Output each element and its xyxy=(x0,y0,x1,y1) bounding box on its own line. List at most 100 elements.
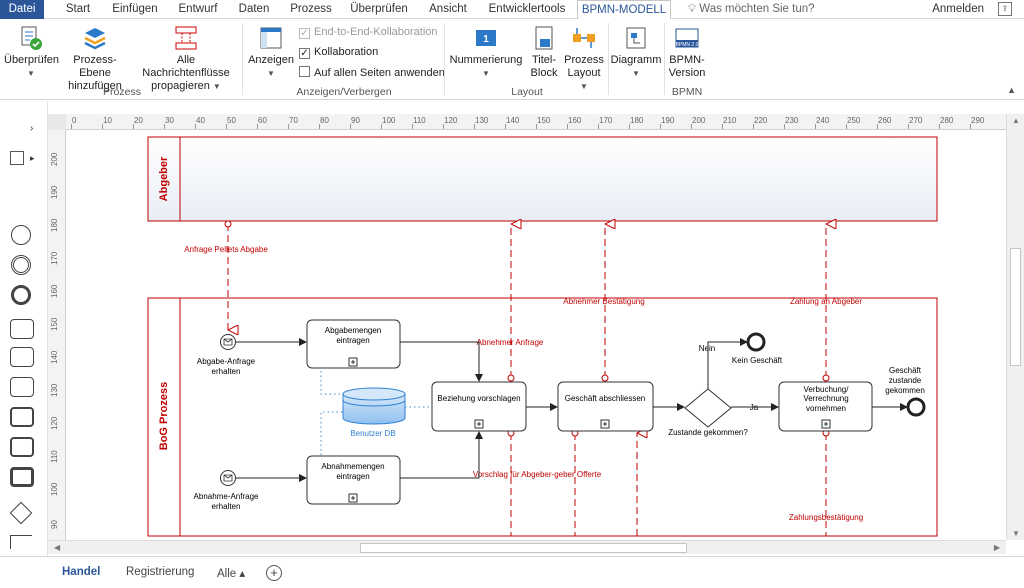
subprocess-shape-icon[interactable] xyxy=(10,347,34,367)
event-subprocess-shape-icon[interactable] xyxy=(10,437,34,457)
tab-entwurf[interactable]: Entwurf xyxy=(178,3,218,15)
sequence-flow-nein[interactable] xyxy=(707,338,748,389)
tab-prozess[interactable]: Prozess xyxy=(290,3,332,15)
tab-entwicklertools[interactable]: Entwicklertools xyxy=(488,3,566,15)
ruler-tick-label: 20 xyxy=(134,116,143,125)
checkbox-checked-icon: ✓ xyxy=(299,28,310,39)
datastore-benutzer-db[interactable] xyxy=(342,387,406,425)
drawing-canvas[interactable]: Abgeber BoG Prozess Anfrage Pellets Abga… xyxy=(66,130,1006,540)
prozess-ebene-label-2: hinzufügen xyxy=(68,80,122,92)
gateway-shape-icon[interactable] xyxy=(9,501,33,525)
ruler-tick-label: 150 xyxy=(50,317,59,331)
ruler-tick-label: 110 xyxy=(50,450,59,463)
ruler-tick-label: 220 xyxy=(754,116,768,125)
alle-seiten-checkbox[interactable]: Auf allen Seiten anwenden xyxy=(299,66,445,80)
task-abgabemengen[interactable] xyxy=(306,319,401,369)
tab-ansicht[interactable]: Ansicht xyxy=(429,3,467,15)
ruler-tick-label: 250 xyxy=(847,116,861,125)
bpmn-version-button[interactable]: BPMN 2.0 BPMN-Version xyxy=(666,22,708,80)
tab-daten[interactable]: Daten xyxy=(238,3,270,15)
end-event-kein-geschaeft[interactable] xyxy=(746,332,766,352)
tab-einfuegen[interactable]: Einfügen xyxy=(112,3,158,15)
ruler-tick-label: 160 xyxy=(568,116,582,125)
vertical-scroll-thumb[interactable] xyxy=(1010,248,1021,366)
scroll-up-arrow-icon[interactable]: ▲ xyxy=(1012,116,1020,125)
evt-abgabe-label-2: erhalten xyxy=(212,367,241,376)
kollaboration-label: Kollaboration xyxy=(314,46,379,58)
ueberpruefen-button[interactable]: Überprüfen▼ xyxy=(4,22,59,80)
scroll-left-arrow-icon[interactable]: ◀ xyxy=(54,543,61,552)
ruler-tick-label: 120 xyxy=(444,116,458,125)
add-page-icon[interactable]: + xyxy=(266,565,282,581)
pool-abgeber-label: Abgeber xyxy=(158,156,170,201)
msg-label-anfrage-pellets: Anfrage Pellets Abgabe xyxy=(184,245,268,254)
gateway-zustande[interactable] xyxy=(684,388,732,428)
layers-icon xyxy=(84,28,106,50)
tab-ueberpruefen[interactable]: Überprüfen xyxy=(350,3,408,15)
ruler-tick-mark xyxy=(474,124,475,129)
end-to-end-checkbox[interactable]: ✓End-to-End-Kollaboration xyxy=(299,26,438,40)
ruler-tick-mark xyxy=(226,124,227,129)
ruler-tick-mark xyxy=(629,124,630,129)
anzeigen-button[interactable]: Anzeigen▼ xyxy=(246,22,296,80)
expand-shapes-chevron-icon[interactable]: › xyxy=(30,123,34,134)
task-abnahmemengen-label-1: Abnahmemengen xyxy=(321,462,384,471)
titel-label-1: Titel- xyxy=(531,54,557,66)
page-tab-registrierung[interactable]: Registrierung xyxy=(126,566,195,578)
horizontal-scrollbar[interactable]: ◀ ▶ xyxy=(48,540,1006,554)
shapes-menu-icon[interactable] xyxy=(10,151,24,165)
ruler-tick-label: 100 xyxy=(50,482,59,496)
svg-text:1: 1 xyxy=(483,34,489,45)
transaction-shape-icon[interactable] xyxy=(10,467,34,487)
sequence-flow-4[interactable] xyxy=(400,431,483,479)
page-tab-alle[interactable]: Alle ▴ xyxy=(217,568,246,580)
propagate-flows-icon xyxy=(175,26,197,50)
call-activity-shape-icon[interactable] xyxy=(10,407,34,427)
ruler-tick-mark xyxy=(908,124,909,129)
vertical-scrollbar[interactable]: ▲ ▼ xyxy=(1006,114,1024,540)
ruler-corner xyxy=(48,114,66,130)
tell-me-box[interactable]: 💡︎ Was möchten Sie tun? xyxy=(688,0,815,19)
bpmn-diagram: Abgeber BoG Prozess Anfrage Pellets Abga… xyxy=(147,136,938,537)
ruler-tick-label: 50 xyxy=(227,116,236,125)
task-beziehung-label: Beziehung vorschlagen xyxy=(437,394,520,403)
process-layout-icon xyxy=(573,28,595,48)
sequence-flow-3[interactable] xyxy=(400,341,483,382)
share-icon[interactable]: ⇪ xyxy=(998,2,1012,16)
end-geschaeft-label-2: zustande xyxy=(889,376,922,385)
start-event-shape-icon[interactable] xyxy=(11,225,31,245)
msg-label-vorschlag: Vorschlag für Abgeber-geber Offerte xyxy=(473,470,602,479)
collapsed-subprocess-shape-icon[interactable] xyxy=(10,377,34,397)
titel-block-button[interactable]: Titel-Block xyxy=(526,22,562,80)
end-event-geschaeft[interactable] xyxy=(906,397,926,417)
sequence-flow-shape-icon[interactable] xyxy=(10,535,32,549)
ruler-tick-mark xyxy=(970,124,971,129)
intermediate-event-shape-icon[interactable] xyxy=(11,255,31,275)
end-event-shape-icon[interactable] xyxy=(11,285,31,305)
diagramm-button[interactable]: Diagramm▼ xyxy=(610,22,662,80)
nachrichten-label-1: Alle Nachrichtenflüsse xyxy=(142,54,230,79)
kollaboration-checkbox[interactable]: ✓Kollaboration xyxy=(299,46,378,60)
horizontal-scroll-thumb[interactable] xyxy=(360,543,687,553)
task-abnahmemengen[interactable] xyxy=(306,455,401,505)
collapse-ribbon-icon[interactable]: ▲ xyxy=(1007,85,1016,95)
tab-datei[interactable]: Datei xyxy=(0,0,44,19)
msg-label-zahlungsbestaetigung: Zahlungsbestätigung xyxy=(789,513,863,522)
nummerierung-button[interactable]: 1 Nummerierung▼ xyxy=(448,22,524,80)
pool-abgeber[interactable] xyxy=(147,136,938,222)
group-label-anzeigen: Anzeigen/Verbergen xyxy=(296,86,392,98)
ruler-tick-mark xyxy=(939,124,940,129)
tab-bpmn-modell[interactable]: BPMN-MODELL xyxy=(577,0,671,20)
tab-start[interactable]: Start xyxy=(65,3,91,15)
scroll-down-arrow-icon[interactable]: ▼ xyxy=(1012,529,1020,538)
chevron-down-icon: ▼ xyxy=(482,69,490,78)
page-tab-handel[interactable]: Handel xyxy=(62,566,101,578)
ruler-tick-mark xyxy=(598,124,599,129)
chevron-right-icon[interactable]: ▸ xyxy=(30,153,35,163)
sign-in-link[interactable]: Anmelden xyxy=(932,3,984,15)
scroll-right-arrow-icon[interactable]: ▶ xyxy=(993,543,1000,552)
task-shape-icon[interactable] xyxy=(10,319,34,339)
